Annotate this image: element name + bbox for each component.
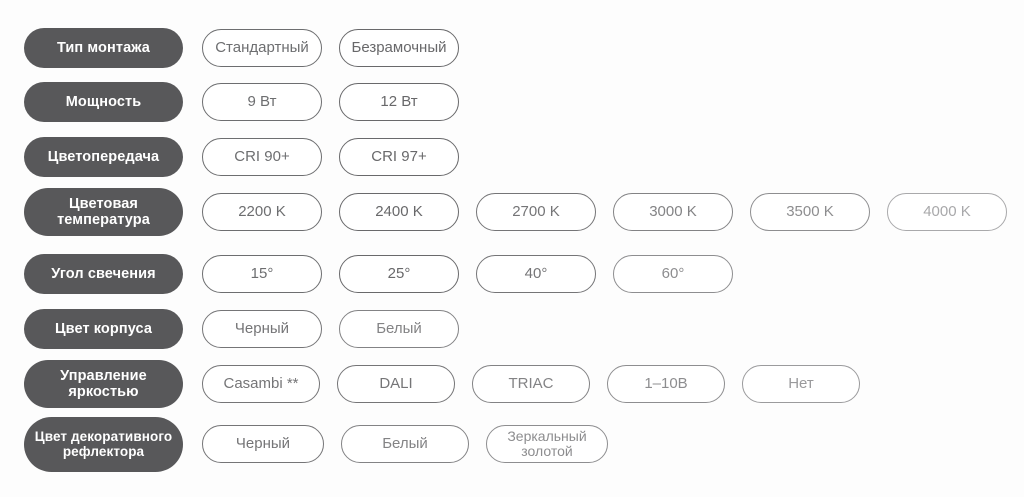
option-chip-cct-3000k[interactable]: 3000 K [613,193,733,231]
option-chip-power-9w[interactable]: 9 Вт [202,83,322,121]
spec-row-power: Мощность 9 Вт 12 Вт [0,78,459,126]
row-label-dimming-control: Управление яркостью [24,360,183,408]
option-chip-frameless[interactable]: Безрамочный [339,29,459,67]
option-chip-cct-3500k[interactable]: 3500 K [750,193,870,231]
option-chip-dimming-triac[interactable]: TRIAC [472,365,590,403]
spec-row-body-color: Цвет корпуса Черный Белый [0,305,459,353]
option-chips-mounting-type: Стандартный Безрамочный [202,29,459,67]
option-chip-dimming-casambi[interactable]: Casambi ** [202,365,320,403]
option-chip-reflector-mirror-gold[interactable]: Зеркальный золотой [486,425,608,463]
row-label-power: Мощность [24,82,183,122]
option-chip-beam-40[interactable]: 40° [476,255,596,293]
option-chip-dimming-1-10v[interactable]: 1–10В [607,365,725,403]
option-chip-cct-2700k[interactable]: 2700 K [476,193,596,231]
option-chip-dimming-none[interactable]: Нет [742,365,860,403]
option-chips-beam-angle: 15° 25° 40° 60° [202,255,733,293]
option-chips-power: 9 Вт 12 Вт [202,83,459,121]
option-chip-standard[interactable]: Стандартный [202,29,322,67]
option-chip-beam-60[interactable]: 60° [613,255,733,293]
row-label-color-rendering: Цветопередача [24,137,183,177]
row-label-color-temperature: Цветовая температура [24,188,183,236]
spec-row-reflector-color: Цвет декоративного рефлектора Черный Бел… [0,416,608,472]
option-chips-color-rendering: CRI 90+ CRI 97+ [202,138,459,176]
option-chip-dimming-dali[interactable]: DALI [337,365,455,403]
option-chip-cri-90[interactable]: CRI 90+ [202,138,322,176]
option-chips-body-color: Черный Белый [202,310,459,348]
spec-row-color-rendering: Цветопередача CRI 90+ CRI 97+ [0,133,459,181]
row-label-mounting-type: Тип монтажа [24,28,183,68]
option-chip-cct-2200k[interactable]: 2200 K [202,193,322,231]
option-chip-reflector-black[interactable]: Черный [202,425,324,463]
option-chip-reflector-white[interactable]: Белый [341,425,469,463]
row-label-reflector-color: Цвет декоративного рефлектора [24,416,183,472]
option-chip-body-black[interactable]: Черный [202,310,322,348]
row-label-body-color: Цвет корпуса [24,309,183,349]
option-chip-cct-2400k[interactable]: 2400 K [339,193,459,231]
option-chip-beam-25[interactable]: 25° [339,255,459,293]
option-chip-cct-4000k[interactable]: 4000 K [887,193,1007,231]
option-chips-reflector-color: Черный Белый Зеркальный золотой [202,425,608,463]
spec-row-mounting-type: Тип монтажа Стандартный Безрамочный [0,24,459,72]
option-chip-cri-97[interactable]: CRI 97+ [339,138,459,176]
spec-row-color-temperature: Цветовая температура 2200 K 2400 K 2700 … [0,188,1007,236]
option-chips-color-temperature: 2200 K 2400 K 2700 K 3000 K 3500 K 4000 … [202,193,1007,231]
option-chip-beam-15[interactable]: 15° [202,255,322,293]
option-chip-body-white[interactable]: Белый [339,310,459,348]
spec-row-dimming-control: Управление яркостью Casambi ** DALI TRIA… [0,360,860,408]
row-label-beam-angle: Угол свечения [24,254,183,294]
option-chip-power-12w[interactable]: 12 Вт [339,83,459,121]
option-chips-dimming-control: Casambi ** DALI TRIAC 1–10В Нет [202,365,860,403]
spec-row-beam-angle: Угол свечения 15° 25° 40° 60° [0,250,733,298]
